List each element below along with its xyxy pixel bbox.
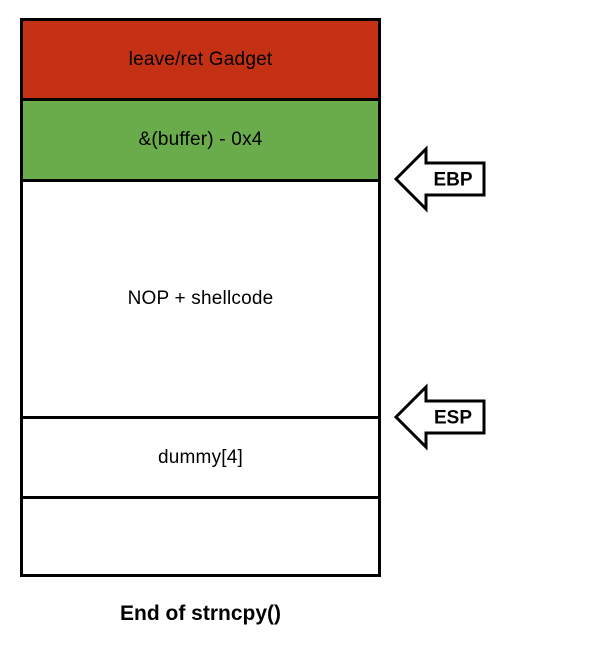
stack-cell-nop-shellcode: NOP + shellcode (23, 179, 378, 416)
stack-cell-label: NOP + shellcode (127, 288, 274, 309)
stack-cell-label: dummy[4] (157, 446, 243, 468)
ebp-pointer-arrow: EBP (394, 145, 486, 213)
left-block-arrow-icon (394, 145, 486, 213)
stack-cell-empty (23, 496, 378, 574)
stack-cell-buffer-address: &(buffer) - 0x4 (23, 98, 378, 179)
stack-cell-leave-ret-gadget: leave/ret Gadget (23, 21, 378, 98)
left-block-arrow-icon (394, 383, 486, 451)
stack-cell-dummy: dummy[4] (23, 416, 378, 496)
stack-column: leave/ret Gadget &(buffer) - 0x4 NOP + s… (20, 18, 381, 577)
stack-cell-label: &(buffer) - 0x4 (138, 129, 263, 150)
esp-pointer-arrow: ESP (394, 383, 486, 451)
diagram-caption: End of strncpy() (120, 602, 281, 625)
ebp-arrow-label: EBP (433, 170, 472, 191)
esp-arrow-label: ESP (434, 408, 472, 429)
stack-cell-label: leave/ret Gadget (128, 48, 273, 70)
